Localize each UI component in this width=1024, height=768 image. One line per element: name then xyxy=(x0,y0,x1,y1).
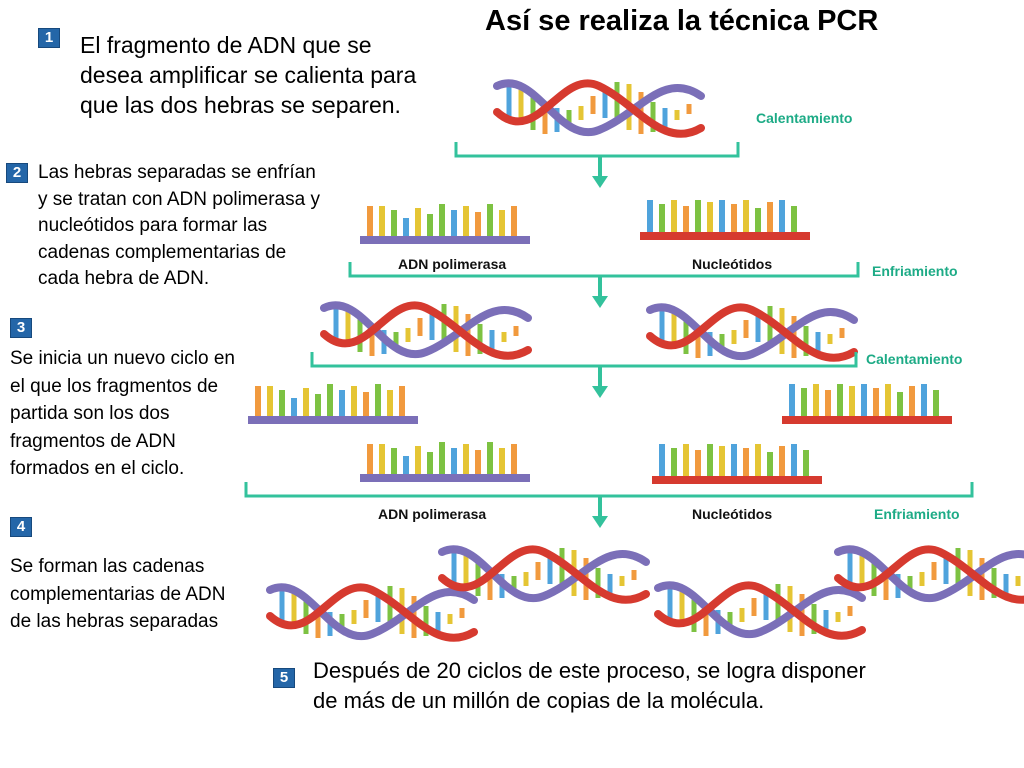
label-enfriamiento-2: Enfriamiento xyxy=(874,506,960,522)
dna-double-helix-icon xyxy=(838,548,1024,600)
step-badge-1: 1 xyxy=(38,28,60,48)
step-3-text: Se inicia un nuevo ciclo en el que los f… xyxy=(10,348,235,479)
label-calentamiento-2: Calentamiento xyxy=(866,351,963,367)
label-adn-polimerasa-2: ADN polimerasa xyxy=(378,506,487,522)
bracket xyxy=(310,352,858,368)
single-strand-icon xyxy=(360,204,530,244)
step-badge-3: 3 xyxy=(10,318,32,338)
single-strand-icon xyxy=(248,384,418,424)
single-strand-icon xyxy=(782,384,952,424)
label-adn-polimerasa-1: ADN polimerasa xyxy=(398,256,507,272)
down-arrow-icon xyxy=(592,366,608,398)
page-title: Así se realiza la técnica PCR xyxy=(485,5,879,37)
down-arrow-icon xyxy=(592,496,608,528)
label-calentamiento-1: Calentamiento xyxy=(756,110,853,126)
dna-double-helix-icon xyxy=(270,586,474,638)
label-nucleotidos-2: Nucleótidos xyxy=(692,506,773,522)
dna-double-helix-icon xyxy=(324,304,528,356)
step-1-text: El fragmento de ADN que se desea amplifi… xyxy=(80,32,417,118)
dna-double-helix-icon xyxy=(658,584,862,636)
bracket xyxy=(348,262,860,278)
bracket xyxy=(454,142,740,158)
dna-double-helix-icon xyxy=(442,548,646,600)
bracket xyxy=(244,482,974,498)
step-badge-2: 2 xyxy=(6,163,28,183)
single-strand-icon xyxy=(360,442,530,482)
dna-double-helix-icon xyxy=(650,306,854,358)
step-5-text: Después de 20 ciclos de este proceso, se… xyxy=(313,658,866,713)
step-badge-4: 4 xyxy=(10,517,32,537)
single-strand-icon xyxy=(652,444,822,484)
down-arrow-icon xyxy=(592,276,608,308)
step-4-text: Se forman las cadenas complementarias de… xyxy=(10,556,226,632)
label-nucleotidos-1: Nucleótidos xyxy=(692,256,773,272)
step-badge-5: 5 xyxy=(273,668,295,688)
dna-double-helix-icon xyxy=(497,82,701,134)
down-arrow-icon xyxy=(592,156,608,188)
single-strand-icon xyxy=(640,200,810,240)
step-2-text: Las hebras separadas se enfrían y se tra… xyxy=(38,162,320,289)
label-enfriamiento-1: Enfriamiento xyxy=(872,263,958,279)
